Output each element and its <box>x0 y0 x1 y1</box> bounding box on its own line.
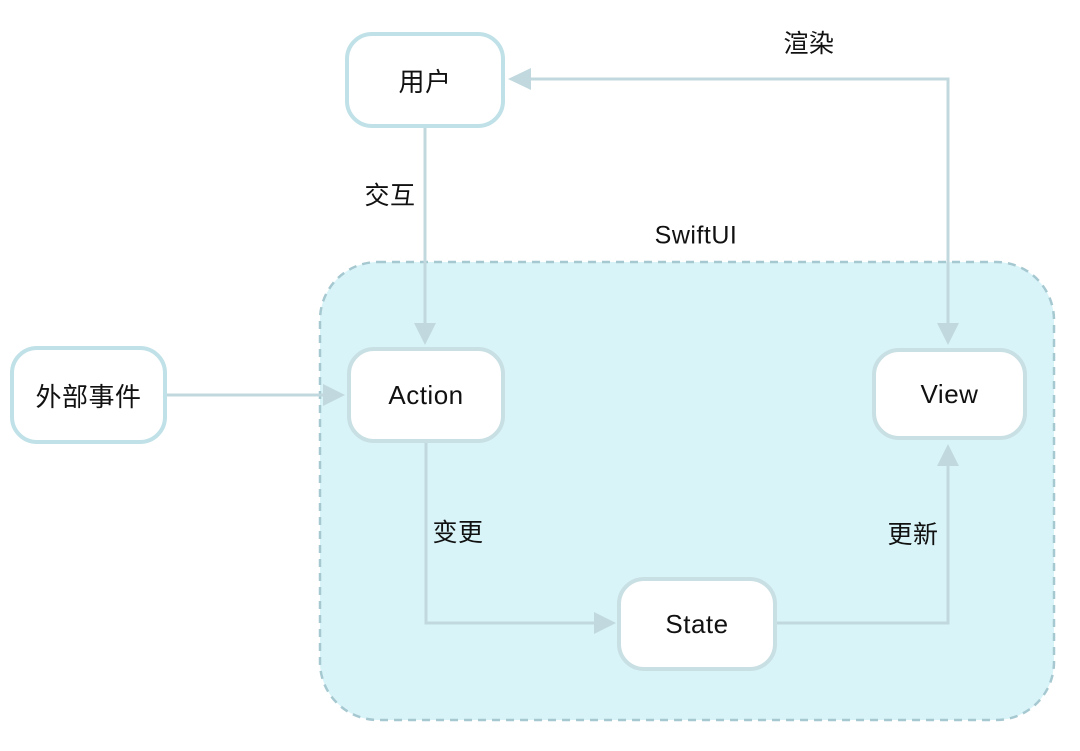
edge-render-path <box>531 77 950 340</box>
edge-interact-arrowhead-icon <box>414 323 436 345</box>
edge-label-change: 变更 <box>432 519 484 547</box>
node-user: 用户 <box>345 32 505 128</box>
edge-change-arrowhead-icon <box>594 612 616 634</box>
edge-external-arrowhead-icon <box>323 384 345 406</box>
node-external-event: 外部事件 <box>10 346 167 444</box>
edge-change-path <box>424 443 595 625</box>
edge-update-path <box>777 466 950 625</box>
edge-update-arrowhead-icon <box>937 444 959 466</box>
node-state-label: State <box>665 608 729 639</box>
node-user-label: 用户 <box>398 66 452 97</box>
node-view-label: View <box>920 378 979 409</box>
edge-label-interact: 交互 <box>364 182 416 210</box>
node-state: State <box>617 577 777 671</box>
node-action-label: Action <box>388 379 464 410</box>
node-external-event-label: 外部事件 <box>35 381 142 412</box>
edge-render-arrowhead-down-icon <box>937 323 959 345</box>
node-view: View <box>872 348 1027 440</box>
edge-render-arrowhead-left-icon <box>508 68 531 90</box>
edge-label-update: 更新 <box>887 521 939 549</box>
swiftui-container-title: SwiftUI <box>654 221 738 250</box>
edge-label-render: 渲染 <box>783 30 835 58</box>
node-action: Action <box>347 347 505 443</box>
